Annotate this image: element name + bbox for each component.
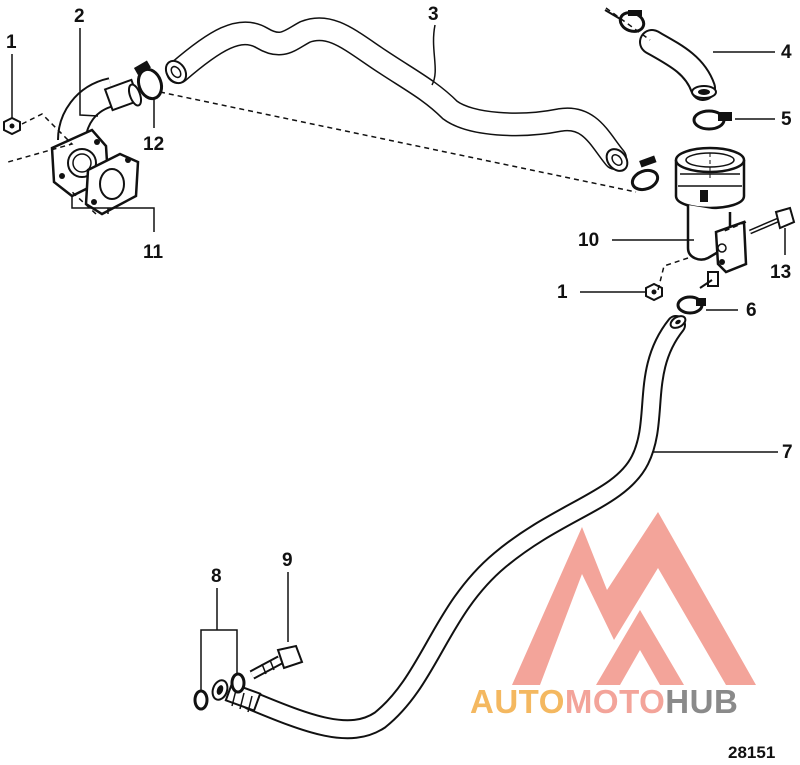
automotohub-watermark: AUTOMOTOHUB xyxy=(470,512,756,720)
hose-clamp-part-12 xyxy=(133,60,164,101)
callout-7: 7 xyxy=(782,442,793,463)
callout-9: 9 xyxy=(282,550,293,571)
callout-3: 3 xyxy=(428,4,439,25)
bolt-part-13 xyxy=(749,206,796,235)
watermark-logo-triangle xyxy=(512,512,756,685)
watermark-text-moto: MOTO xyxy=(565,683,665,720)
figure-number: 28151 xyxy=(728,743,775,762)
hose-clamp-part-5 xyxy=(692,109,732,131)
alignment-lines xyxy=(7,7,747,291)
hose-part-3 xyxy=(164,17,629,172)
callout-11: 11 xyxy=(143,242,164,263)
callout-13: 13 xyxy=(770,262,791,283)
callout-2: 2 xyxy=(74,6,85,27)
hose-clamp-top xyxy=(604,9,646,33)
canister-part-10 xyxy=(674,146,748,287)
hose-clamp-lower xyxy=(630,155,660,192)
gasket-part-11 xyxy=(84,152,140,216)
callout-8: 8 xyxy=(211,566,222,587)
hose-part-4 xyxy=(639,29,717,101)
callout-1-top: 1 xyxy=(6,32,17,53)
callout-5: 5 xyxy=(781,109,792,130)
svg-text:AUTOMOTOHUB: AUTOMOTOHUB xyxy=(470,683,738,720)
callout-10: 10 xyxy=(578,230,599,251)
drain-hose-part-7 xyxy=(211,315,687,740)
callout-12: 12 xyxy=(143,134,164,155)
hose-clamp-part-6 xyxy=(676,279,713,315)
callout-labels: 1 2 3 4 5 12 11 10 13 1 6 7 8 9 xyxy=(6,4,793,587)
washers-part-8 xyxy=(193,672,246,711)
banjo-bolt-part-9 xyxy=(249,644,304,680)
nut-part-1-top xyxy=(3,116,21,136)
watermark-text-auto: AUTO xyxy=(470,683,565,720)
leader-lines xyxy=(11,24,786,690)
callout-6: 6 xyxy=(746,300,757,321)
callout-4: 4 xyxy=(781,42,792,63)
watermark-text-hub: HUB xyxy=(665,683,738,720)
callout-1-mid: 1 xyxy=(557,282,568,303)
